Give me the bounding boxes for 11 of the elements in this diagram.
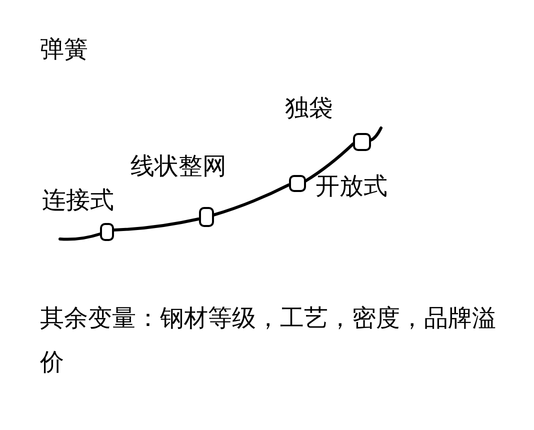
title: 弹簧 bbox=[40, 34, 88, 64]
curve-line bbox=[112, 218, 200, 232]
curve-line bbox=[212, 184, 290, 216]
marker-label: 线状整网 bbox=[130, 151, 226, 181]
curve-line bbox=[58, 232, 102, 241]
note-text: 其余变量：钢材等级，工艺，密度，品牌溢价 bbox=[40, 303, 497, 378]
marker-label: 独袋 bbox=[285, 93, 333, 123]
marker-label: 连接式 bbox=[42, 185, 114, 215]
curve-line bbox=[370, 126, 382, 142]
marker-label: 开放式 bbox=[316, 170, 388, 200]
curve-line bbox=[304, 142, 354, 182]
